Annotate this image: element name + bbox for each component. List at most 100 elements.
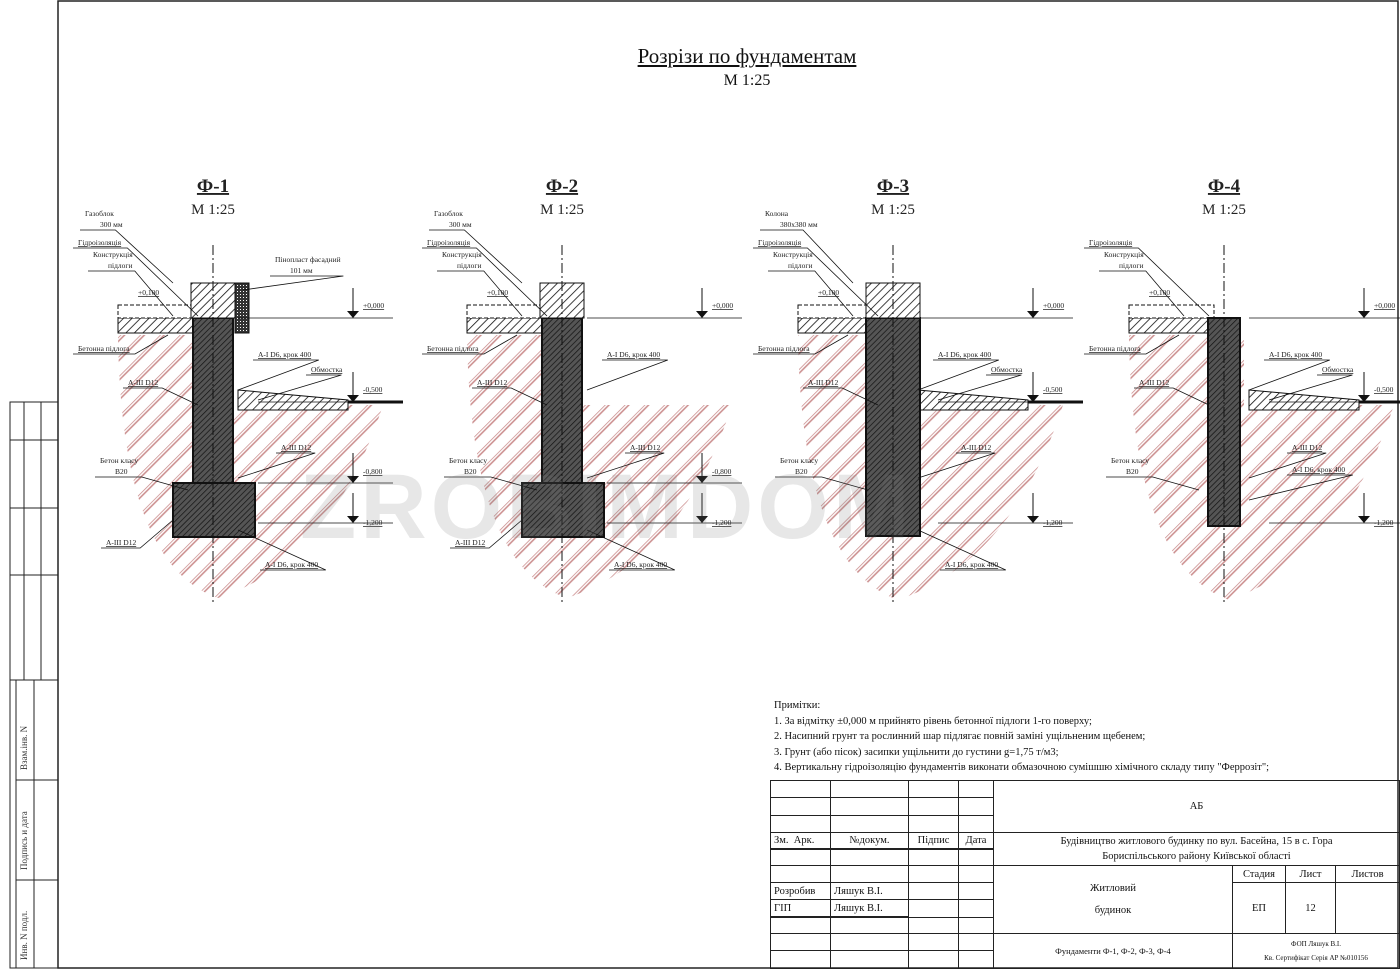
concrete-floor-slab (466, 317, 553, 334)
level-marker-icon (696, 311, 708, 318)
annotation-concrete-floor: Бетонна підлога (427, 344, 479, 353)
annotation-m800: -0,800 (712, 467, 732, 476)
annotation-m500: -0,500 (1374, 385, 1394, 394)
drawing-title: Розрізи по фундаментам (637, 44, 857, 68)
title-block-cell (958, 950, 994, 969)
annotation-concrete-floor: Бетонна підлога (1089, 344, 1141, 353)
title-block-cell (958, 797, 994, 816)
sheet-title: Фундаменти Ф-1, Ф-2, Ф-3, Ф-4 (993, 933, 1233, 969)
annotation-a3-right: A-III D12 (961, 443, 991, 452)
annotation-hydro: Гідроізоляція (1089, 238, 1133, 247)
leader-line (803, 387, 879, 406)
annotation-a1-bottom: A-I D6, крок 400 (945, 560, 998, 569)
leader-line (1248, 474, 1353, 501)
header-sheet-no: Арк. (793, 835, 815, 846)
annotation-plus100: +0,100 (818, 288, 839, 297)
floor-construction (1128, 304, 1215, 319)
section-title: Ф-1 (197, 176, 229, 197)
leader-line (422, 247, 548, 317)
annotation-obmostka: Обмостка (991, 365, 1023, 374)
level-marker-icon (347, 395, 359, 402)
annotation-a1: A-I D6, крок 400 (607, 350, 660, 359)
section-scale: М 1:25 (871, 202, 915, 218)
annotation-a1: A-I D6, крок 400 (938, 350, 991, 359)
leader-line (775, 476, 869, 491)
title-block-cell (770, 780, 831, 798)
annotation-a1-bottom: A-I D6, крок 400 (265, 560, 318, 569)
blind-area (1248, 389, 1360, 411)
leader-line (437, 270, 523, 317)
blind-area (917, 389, 1029, 411)
title-block-cell (958, 849, 994, 866)
annotation-plus100: +0,100 (1149, 288, 1170, 297)
title-block-cell (908, 950, 959, 969)
annotation-floor-constr: Конструкція (773, 250, 813, 259)
leader-line (1106, 476, 1200, 491)
object-line: Житловий (1089, 882, 1137, 894)
annotation-concrete-class: Бетон класу (1111, 456, 1149, 465)
role-label: Розробив (770, 882, 831, 900)
soil-hatch (1129, 335, 1394, 600)
section-scale: М 1:25 (540, 202, 584, 218)
title-block-cell (958, 815, 994, 833)
sheet-value: 12 (1285, 882, 1336, 934)
annotation-concrete-class: B20 (1126, 467, 1139, 476)
notes-heading: Примітки: (774, 700, 821, 711)
leader-line (760, 229, 854, 284)
title-block-cell (958, 933, 994, 951)
concrete-floor-slab (1128, 317, 1215, 334)
annotation-hydro: Гідроізоляція (78, 238, 122, 247)
role-name: Ляшук В.І. (830, 899, 909, 917)
concrete-floor-slab (117, 317, 204, 334)
note-item: 3. Грунт (або пісок) засипки ущільнити д… (774, 746, 1059, 758)
leader-line (429, 229, 523, 284)
leader-line (237, 359, 319, 391)
annotation-plus100: +0,100 (487, 288, 508, 297)
project-name: Будівництво житлового будинку по вул. Ба… (993, 832, 1400, 866)
annotation-top-material: Газоблок (85, 209, 114, 218)
header-change: Зм. (774, 835, 789, 846)
annotation-obmostka: Обмостка (311, 365, 343, 374)
leader-line (450, 519, 523, 549)
annotation-floor-constr: підлоги (1119, 261, 1144, 270)
object-name: Житловий будинок (993, 865, 1233, 934)
annotation-a3-left: A-III D12 (1139, 378, 1169, 387)
level-marker-icon (1027, 311, 1039, 318)
leader-line (237, 529, 326, 571)
annotation-m1200: -1,200 (363, 518, 383, 527)
leader-line (1248, 359, 1330, 391)
annotation-insul: Пінопласт фасадний (275, 255, 341, 264)
section-title: Ф-2 (546, 176, 578, 197)
annotation-zero: +0,000 (363, 301, 384, 310)
annotation-top-material: 300 мм (449, 220, 472, 229)
title-block-cell (830, 797, 909, 816)
title-block-cell (830, 849, 909, 866)
title-block-cell (908, 899, 959, 918)
title-block-cell (908, 882, 959, 900)
annotation-top-material: Колона (765, 209, 789, 218)
level-marker-icon (1358, 311, 1370, 318)
leader-line (753, 247, 879, 317)
title-block-cell (770, 917, 831, 934)
note-item: 4. Вертикальну гідроізоляцію фундаментів… (774, 762, 1270, 773)
soil-hatch (798, 335, 1063, 600)
title-block-cell (830, 865, 909, 883)
leader-line (444, 476, 538, 491)
annotation-hydro: Гідроізоляція (427, 238, 471, 247)
annotation-concrete-class: Бетон класу (100, 456, 138, 465)
project-code: АБ (993, 780, 1400, 833)
leader-line (422, 334, 518, 355)
floor-construction (117, 304, 204, 319)
side-stamp (9, 401, 59, 969)
section-scale: М 1:25 (1202, 202, 1246, 218)
annotation-a1: A-I D6, крок 400 (258, 350, 311, 359)
title-block-cell (830, 815, 909, 833)
title-block-cell (770, 865, 831, 883)
title-block-cell (958, 865, 994, 883)
object-line: будинок (1094, 904, 1132, 916)
leader-line (1084, 334, 1180, 355)
annotation-floor-constr: Конструкція (1104, 250, 1144, 259)
